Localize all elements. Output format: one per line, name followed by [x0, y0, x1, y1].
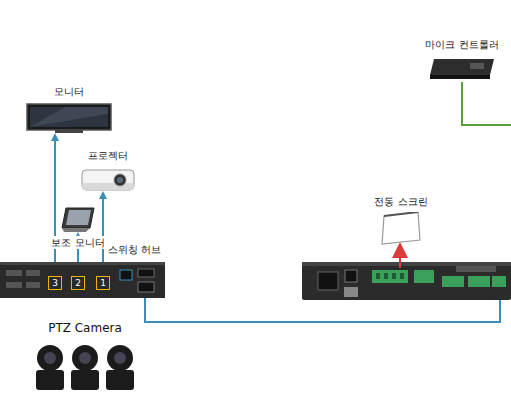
node-label: 보조 모니터 — [49, 236, 106, 249]
device-node: 스위칭 허브321 — [0, 262, 165, 298]
port-number: 2 — [71, 276, 85, 290]
device-node: 마이크 컨트롤러 — [428, 55, 496, 81]
port-number: 3 — [48, 276, 62, 290]
node-label: 프로젝터 — [86, 149, 130, 162]
mic-wire — [462, 82, 511, 125]
video-connector — [102, 193, 104, 262]
node-label: 전동 스크린 — [372, 195, 429, 208]
device-node: 보조 모니터 — [60, 206, 96, 233]
node-label: PTZ Camera — [46, 321, 124, 336]
node-label: 스위칭 허브 — [106, 243, 163, 256]
node-label: 모니터 — [52, 85, 86, 98]
mic-icon — [428, 55, 496, 81]
device-node: 모니터 — [25, 102, 113, 134]
port-number: 1 — [96, 276, 110, 290]
control-device — [302, 262, 511, 300]
device-node: 전동 스크린 — [380, 212, 422, 246]
scr-icon — [380, 212, 422, 246]
cam-icon — [32, 340, 138, 392]
node-label: 마이크 컨트롤러 — [423, 38, 500, 51]
proj-icon — [80, 166, 136, 192]
device-node: 프로젝터 — [80, 166, 136, 192]
device-node: PTZ Camera — [32, 340, 138, 392]
tab-icon — [60, 206, 96, 233]
tv-icon — [25, 102, 113, 134]
screen-control-arrow — [399, 250, 401, 268]
network-wire — [145, 298, 500, 322]
